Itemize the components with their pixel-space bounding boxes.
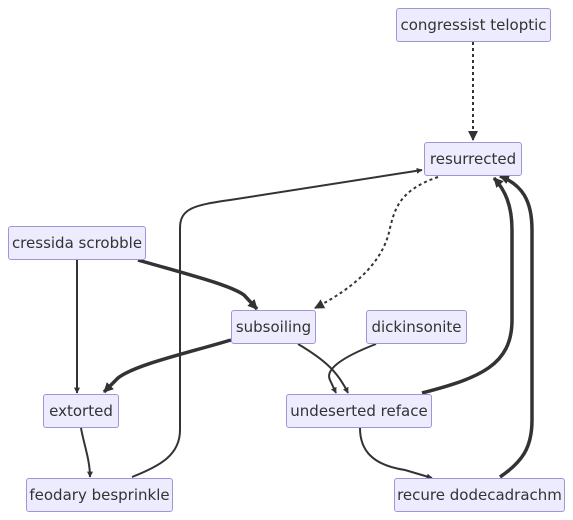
node-label: resurrected: [429, 150, 517, 168]
edge-extorted-to-feodary-besprinkle: [80, 427, 93, 478]
edge-resurrected-to-subsoiling: [314, 176, 439, 309]
node-undeserted-reface[interactable]: undeserted reface: [286, 394, 432, 428]
node-recure-dodecadrachm[interactable]: recure dodecadrachm: [394, 478, 565, 512]
edge-recure-dodecadrachm-to-resurrected: [499, 174, 534, 479]
edge-undeserted-reface-to-recure-dodecadrachm: [359, 427, 433, 480]
edge-undeserted-reface-to-resurrected: [421, 176, 514, 395]
node-label: feodary besprinkle: [29, 486, 170, 504]
edge-subsoiling-to-undeserted-reface: [297, 343, 349, 394]
node-resurrected[interactable]: resurrected: [424, 142, 522, 176]
node-label: extorted: [49, 402, 113, 420]
node-congressist-teloptic[interactable]: congressist teloptic: [396, 8, 551, 42]
edge-subsoiling-to-extorted: [102, 338, 232, 394]
node-label: dickinsonite: [371, 318, 462, 336]
node-dickinsonite[interactable]: dickinsonite: [366, 310, 467, 344]
node-label: subsoiling: [235, 318, 312, 336]
node-label: cressida scrobble: [11, 234, 143, 252]
node-label: recure dodecadrachm: [397, 486, 562, 504]
node-extorted[interactable]: extorted: [43, 394, 119, 428]
edge-cressida-scrobble-to-subsoiling: [137, 258, 259, 311]
node-feodary-besprinkle[interactable]: feodary besprinkle: [26, 478, 173, 512]
edge-dickinsonite-to-undeserted-reface: [328, 343, 377, 394]
node-subsoiling[interactable]: subsoiling: [231, 310, 316, 344]
node-label: congressist teloptic: [400, 16, 547, 34]
node-label: undeserted reface: [290, 402, 428, 420]
node-cressida-scrobble[interactable]: cressida scrobble: [8, 226, 146, 260]
edge-feodary-besprinkle-to-resurrected: [131, 167, 423, 478]
